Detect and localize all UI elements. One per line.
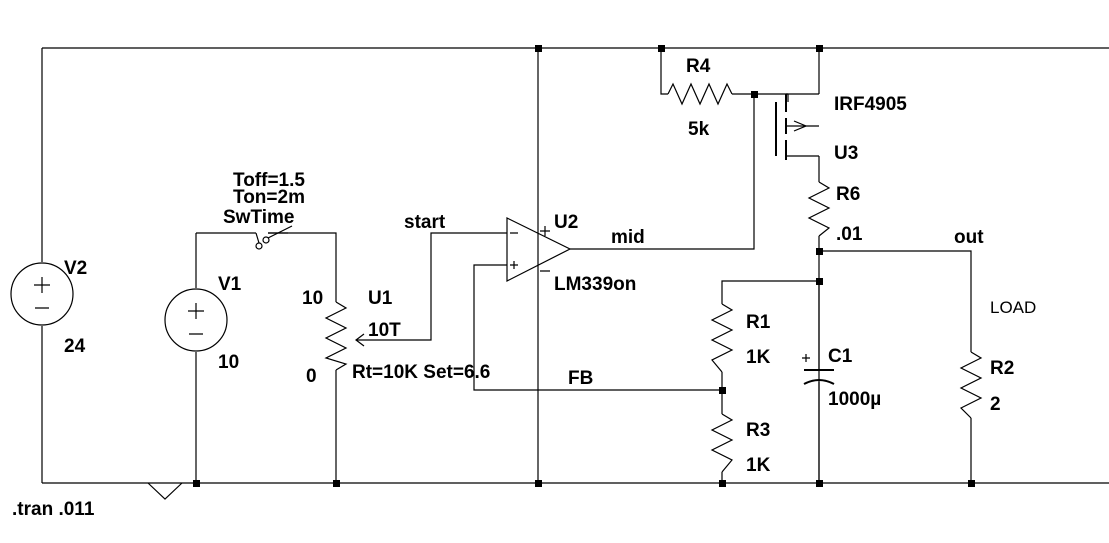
net-label-start: start bbox=[404, 212, 446, 233]
junction-dots bbox=[193, 45, 975, 487]
net-label-fb: FB bbox=[568, 368, 593, 389]
junction-dot bbox=[816, 278, 823, 285]
junction-dot bbox=[658, 45, 665, 52]
spice-directive[interactable]: .tran .011 bbox=[12, 499, 95, 520]
r3-zigzag bbox=[710, 413, 734, 473]
switch-leads bbox=[255, 232, 288, 244]
v2-name: V2 bbox=[64, 258, 87, 279]
c1-value: 1000µ bbox=[828, 389, 881, 410]
pot-bottom-label: 0 bbox=[306, 366, 317, 387]
r4-zigzag bbox=[667, 82, 733, 106]
c1-name: C1 bbox=[828, 346, 853, 367]
r6-value: .01 bbox=[836, 224, 863, 245]
junction-dot bbox=[968, 480, 975, 487]
switch-output-wire bbox=[268, 232, 337, 302]
resistor-r3: R3 1K bbox=[710, 413, 771, 476]
switch-contact-b bbox=[262, 236, 270, 244]
r6-zigzag bbox=[807, 181, 831, 237]
start-net-wire bbox=[356, 232, 507, 341]
junction-dot bbox=[719, 480, 726, 487]
fb-net-wire bbox=[473, 264, 722, 391]
junction-dot bbox=[535, 45, 542, 52]
switch-ton: Ton=2m bbox=[233, 187, 305, 208]
r1-value: 1K bbox=[746, 347, 771, 368]
resistor-r1: R1 1K bbox=[710, 303, 771, 373]
comparator-input-marks bbox=[510, 232, 518, 269]
junction-dot bbox=[535, 480, 542, 487]
switch-toff: Toff=1.5 bbox=[233, 170, 305, 191]
c1-plus-mark bbox=[802, 354, 810, 362]
net-label-mid: mid bbox=[611, 227, 645, 248]
net-label-out: out bbox=[954, 227, 984, 248]
r2-value: 2 bbox=[990, 394, 1001, 415]
pot-top-label: 10 bbox=[302, 288, 323, 309]
v1-symbol bbox=[164, 288, 228, 352]
r3-value: 1K bbox=[746, 455, 771, 476]
comparator-supply-marks bbox=[540, 226, 550, 272]
mosfet-name: U3 bbox=[834, 143, 858, 164]
v1-value: 10 bbox=[218, 352, 239, 373]
pot-turns: 10T bbox=[368, 320, 401, 341]
r2-name: R2 bbox=[990, 358, 1014, 379]
divider-wire bbox=[721, 280, 819, 483]
switch-contact-a bbox=[255, 242, 263, 250]
v2-source: V2 24 bbox=[10, 258, 87, 357]
r3-name: R3 bbox=[746, 420, 770, 441]
r4-name: R4 bbox=[686, 56, 711, 77]
switch-name: SwTime bbox=[223, 207, 294, 228]
r1-name: R1 bbox=[746, 312, 771, 333]
v1-name: V1 bbox=[218, 274, 242, 295]
capacitor-c1: C1 1000µ bbox=[802, 346, 881, 410]
timed-switch: Toff=1.5 Ton=2m SwTime bbox=[223, 170, 305, 250]
pot-wiper-arrow bbox=[355, 333, 365, 347]
v1-polarity-marks bbox=[188, 303, 204, 335]
pot-params: Rt=10K Set=6.6 bbox=[352, 362, 490, 383]
v2-symbol bbox=[10, 262, 74, 326]
r6-name: R6 bbox=[836, 184, 860, 205]
junction-dot bbox=[816, 480, 823, 487]
r4-value: 5k bbox=[688, 119, 710, 140]
junction-dot bbox=[193, 480, 200, 487]
r1-zigzag bbox=[710, 303, 734, 373]
mosfet-model: IRF4905 bbox=[834, 94, 907, 115]
ground-symbol bbox=[147, 482, 183, 500]
load-label: LOAD bbox=[990, 298, 1036, 317]
resistor-r2-load: LOAD R2 2 bbox=[959, 298, 1036, 419]
potentiometer-u1: 10 U1 10T 0 Rt=10K Set=6.6 bbox=[302, 288, 490, 387]
resistor-r4: R4 5k bbox=[667, 56, 733, 140]
comparator-model: LM339on bbox=[554, 274, 636, 295]
mosfet-arrow bbox=[793, 120, 808, 132]
pot-name: U1 bbox=[368, 288, 393, 309]
switch-blade bbox=[267, 225, 293, 239]
r2-zigzag bbox=[959, 351, 983, 419]
junction-dot bbox=[751, 91, 758, 98]
resistor-r6: R6 .01 bbox=[807, 181, 863, 245]
pot-resistor-zigzag bbox=[324, 301, 348, 371]
r4-wire bbox=[660, 48, 788, 95]
junction-dot bbox=[719, 387, 726, 394]
mid-net-wire bbox=[570, 94, 755, 250]
comparator-name: U2 bbox=[554, 212, 578, 233]
junction-dot bbox=[333, 480, 340, 487]
v2-polarity-marks bbox=[34, 277, 50, 309]
mosfet-u3: IRF4905 U3 bbox=[775, 93, 907, 164]
c1-plate-bottom bbox=[803, 379, 835, 385]
comparator-triangle bbox=[506, 217, 572, 282]
junction-dot bbox=[816, 45, 823, 52]
wires bbox=[41, 47, 1109, 484]
comparator-u2: U2 LM339on bbox=[506, 212, 636, 295]
junction-dot bbox=[816, 248, 823, 255]
v1-source: V1 10 bbox=[164, 274, 242, 373]
out-net-wire bbox=[819, 250, 972, 483]
mosfet-terminals bbox=[786, 93, 819, 157]
v2-value: 24 bbox=[64, 336, 86, 357]
